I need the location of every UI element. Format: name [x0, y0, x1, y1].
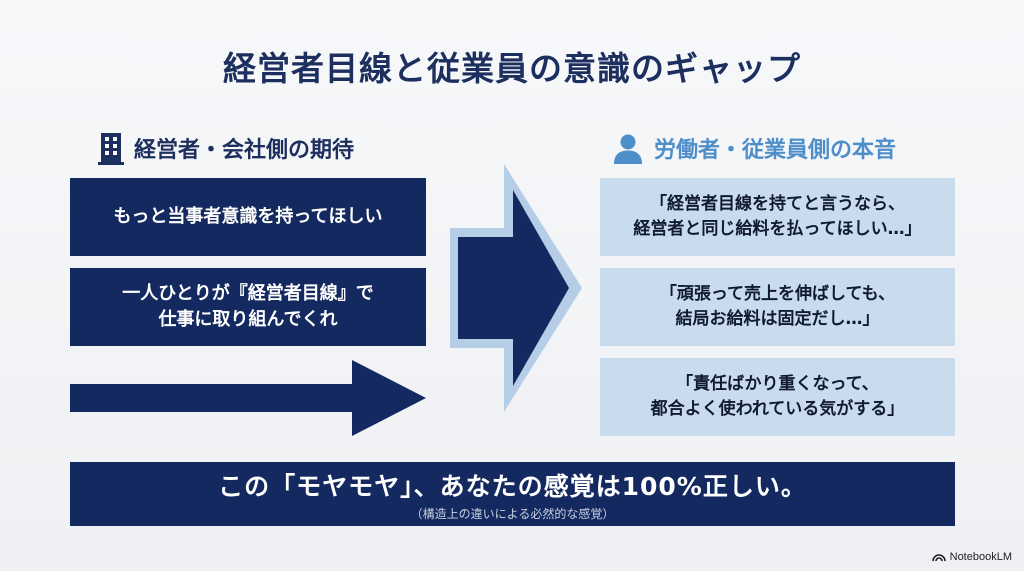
left-item-text: 一人ひとりが『経営者目線』で: [122, 282, 374, 304]
left-column-heading: 経営者・会社側の期待: [98, 128, 354, 168]
right-item-box: 「経営者目線を持てと言うなら、 経営者と同じ給料を払ってほしい…」: [600, 178, 955, 256]
right-heading-label: 労働者・従業員側の本音: [654, 138, 897, 163]
slide-title: 経営者目線と従業員の意識のギャップ: [223, 49, 801, 88]
person-icon: [612, 132, 644, 164]
right-item-text: 「経営者目線を持てと言うなら、: [650, 193, 905, 214]
left-item-box: もっと当事者意識を持ってほしい: [70, 178, 426, 256]
right-item-text: 都合よく使われている気がする」: [650, 399, 905, 419]
conclusion-banner: この「モヤモヤ」、あなたの感覚は100%正しい。 （構造上の違いによる必然的な感…: [70, 462, 955, 526]
brand-watermark: NotebookLM: [931, 551, 1012, 563]
building-icon: [98, 131, 124, 165]
right-item-box: 「責任ばかり重くなって、 都合よく使われている気がする」: [600, 358, 955, 436]
right-item-text: 経営者と同じ給料を払ってほしい…」: [633, 219, 922, 239]
right-column-heading: 労働者・従業員側の本音: [612, 128, 896, 168]
left-heading-label: 経営者・会社側の期待: [134, 138, 355, 163]
notebooklm-icon: [931, 552, 946, 562]
right-item-text: 「頑張って売上を伸ばしても、: [659, 283, 896, 304]
left-item-box: 一人ひとりが『経営者目線』で 仕事に取り組んでくれ: [70, 268, 426, 346]
right-item-text: 結局お給料は固定だし…」: [675, 309, 880, 329]
left-item-text: もっと当事者意識を持ってほしい: [113, 205, 383, 227]
left-arrow: [70, 360, 426, 436]
banner-sub-text: （構造上の違いによる必然的な感覚）: [410, 506, 615, 521]
left-item-text: 仕事に取り組んでくれ: [158, 309, 338, 330]
right-item-text: 「責任ばかり重くなって、: [676, 373, 879, 394]
center-arrow: [450, 164, 582, 412]
brand-label: NotebookLM: [949, 551, 1012, 563]
right-item-box: 「頑張って売上を伸ばしても、 結局お給料は固定だし…」: [600, 268, 955, 346]
banner-main-text: この「モヤモヤ」、あなたの感覚は100%正しい。: [218, 471, 807, 501]
